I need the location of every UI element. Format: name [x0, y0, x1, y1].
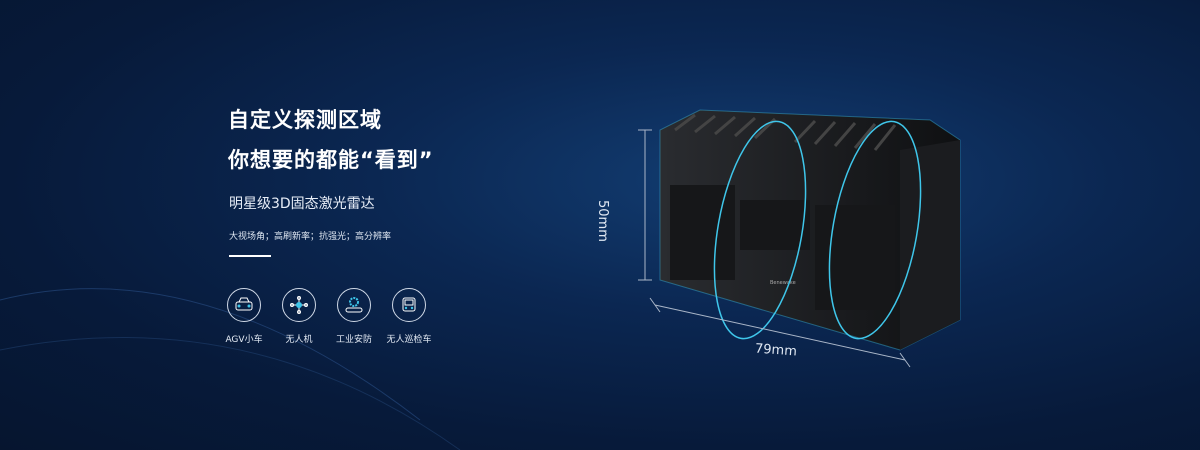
headline-line2: 你想要的都能“看到” [228, 148, 434, 172]
headline-line1: 自定义探测区域 [228, 108, 382, 132]
application-security: 工业安防 [336, 288, 373, 345]
drone-icon [282, 288, 316, 322]
application-label: AGV小车 [225, 335, 263, 345]
application-inspection: 无人巡检车 [387, 288, 432, 345]
inspection-vehicle-icon [392, 288, 426, 322]
application-agv: AGV小车 [225, 288, 263, 345]
features-text: 大视场角；高刷新率；抗强光；高分辨率 [229, 232, 392, 242]
brand-logo: Benewake [770, 280, 796, 286]
application-label: 无人机 [285, 335, 313, 345]
application-label: 工业安防 [336, 335, 373, 345]
industrial-security-icon [337, 288, 371, 322]
width-dimension-label: 79mm [754, 341, 798, 360]
agv-car-icon [227, 288, 261, 322]
height-dimension-label: 50mm [595, 200, 610, 242]
application-label: 无人巡检车 [386, 335, 432, 345]
application-list: AGV小车 无人机 工业安防 无人巡检车 [225, 288, 432, 345]
subtitle: 明星级3D固态激光雷达 [229, 196, 375, 212]
divider [229, 255, 271, 257]
application-drone: 无人机 [282, 288, 316, 345]
lidar-product-image: Benewake [638, 109, 961, 368]
